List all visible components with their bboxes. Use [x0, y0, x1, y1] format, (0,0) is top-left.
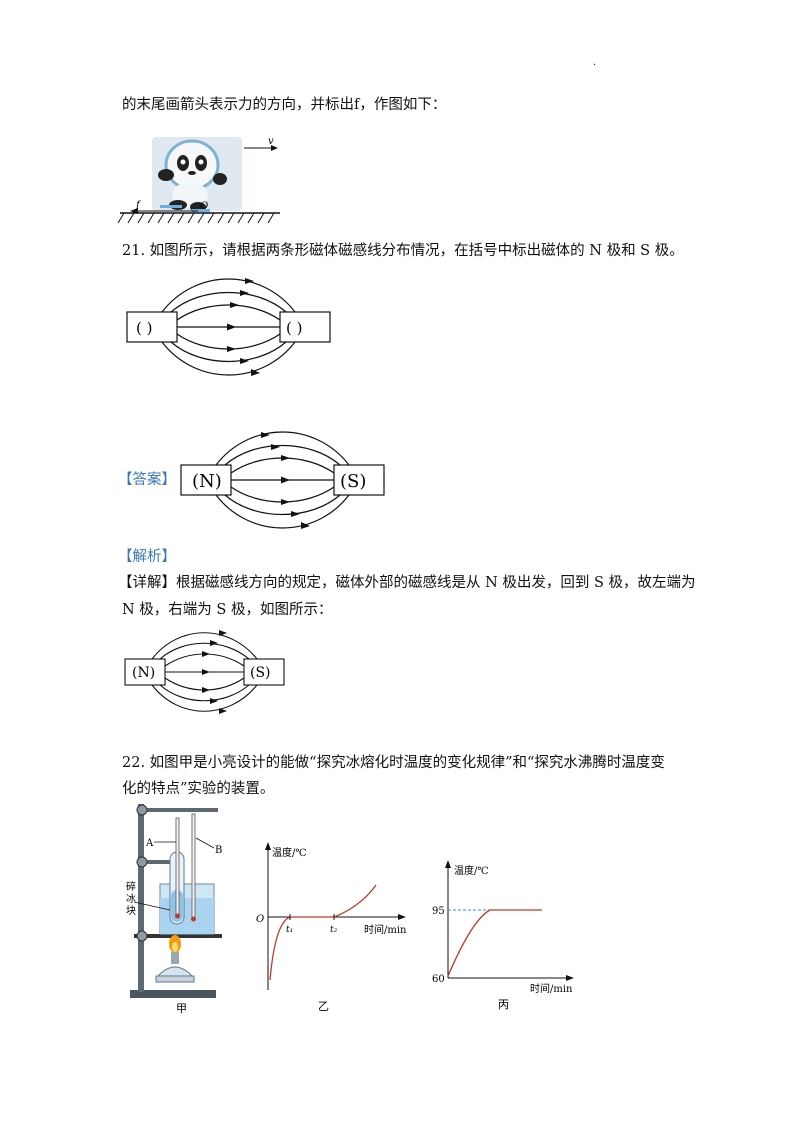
prev-answer-text: 的末尾画箭头表示力的方向，并标出f，作图如下：: [122, 97, 447, 113]
label-a: A: [145, 838, 154, 849]
label-v: v: [268, 136, 274, 147]
detail-line-1: 【详解】根据磁感线方向的规定，磁体外部的磁感线是从 N 极出发，回到 S 极，故…: [118, 575, 696, 591]
boiling-graph: 温度/℃ 95 60 时间/min 丙: [432, 860, 574, 1011]
q22-line-2: 化的特点”实验的装置。: [122, 781, 275, 797]
q21-answer-diagram: (N) (S): [180, 431, 385, 529]
page-dot: .: [593, 57, 597, 68]
caption-bing: 丙: [498, 998, 509, 1011]
label-o: O: [200, 201, 208, 212]
panda-mascot-icon: [152, 137, 242, 212]
blank-left: ( ): [136, 319, 152, 337]
graph-b-xlabel: 时间/min: [364, 923, 407, 936]
label-b: B: [215, 845, 222, 856]
svg-text:冰: 冰: [126, 892, 136, 905]
graph-b-ylabel: 温度/℃: [272, 846, 307, 859]
graph-c-xlabel: 时间/min: [530, 982, 573, 995]
panda-force-diagram: v f O: [117, 136, 280, 224]
label-f: f: [135, 200, 142, 211]
graph-b-origin: O: [256, 914, 264, 925]
analysis-tag: 【解析】: [118, 549, 176, 565]
detail-s-label: (S): [250, 665, 271, 681]
q21-detail-diagram: (N) (S): [124, 630, 285, 714]
graph-c-y-low: 60: [432, 974, 445, 985]
caption-yi: 乙: [318, 1000, 329, 1013]
graph-b-t2: t₂: [330, 925, 338, 935]
melting-graph: 温度/℃ O t₁ t₂ 时间/min 乙: [256, 842, 407, 1013]
q21-text: 21. 如图所示，请根据两条形磁体磁感线分布情况，在括号中标出磁体的 N 极和 …: [122, 243, 684, 259]
q22-line-1: 22. 如图甲是小亮设计的能做“探究冰熔化时温度的变化规律”和“探究水沸腾时温度…: [122, 755, 665, 771]
q21-magnet-diagram: ( ) ( ): [126, 278, 331, 376]
answer-s-label: (S): [340, 471, 366, 492]
detail-line-2: N 极，右端为 S 极，如图所示：: [122, 602, 333, 618]
graph-c-ylabel: 温度/℃: [454, 864, 489, 877]
svg-text:块: 块: [126, 905, 136, 917]
svg-text:碎: 碎: [126, 880, 136, 893]
answer-tag: 【答案】: [118, 472, 176, 488]
label-ice: 碎冰块: [126, 880, 136, 917]
blank-right: ( ): [286, 319, 302, 337]
detail-n-label: (N): [132, 665, 155, 681]
graph-b-t1: t₁: [286, 925, 293, 935]
apparatus-diagram: A B 碎冰块 甲: [126, 804, 222, 1015]
graph-c-y-high: 95: [432, 906, 445, 917]
caption-jia: 甲: [176, 1002, 187, 1015]
answer-n-label: (N): [192, 471, 222, 492]
